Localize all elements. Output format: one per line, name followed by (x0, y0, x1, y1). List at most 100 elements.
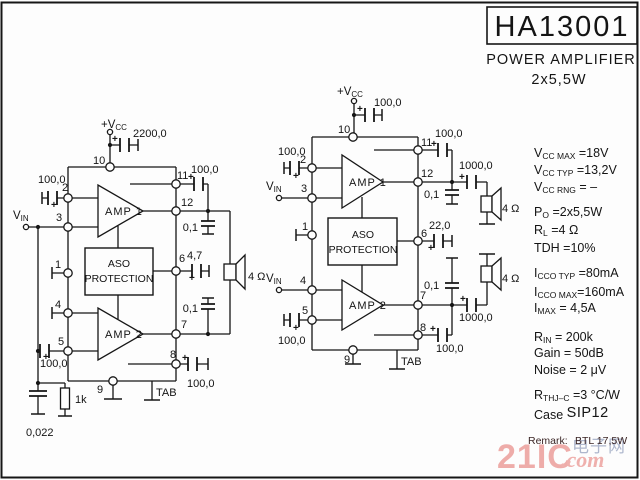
speaker-icon (480, 256, 502, 292)
pin2-label: 2 (300, 154, 306, 166)
spec-vcc-typ: VCC TYP =13,2V (534, 163, 617, 178)
spec-icco-max: ICCO MAX=160mA (534, 285, 625, 300)
plus-sign: + (43, 352, 49, 363)
pin10-label: 10 (93, 155, 105, 167)
remark-value: BTL 17,5W (575, 435, 627, 447)
load-label: 4 Ω (248, 271, 265, 283)
watermark: 电子网 21IC .com (497, 437, 626, 476)
remark-label: Remark: (528, 435, 568, 447)
amp1-triangle (341, 153, 385, 210)
pin6-label: 6 (421, 228, 427, 240)
amp2-triangle (97, 306, 145, 362)
spec-noise: Noise = 2 μV (534, 363, 607, 377)
left-terminator-bars (31, 139, 214, 417)
pin5-label: 5 (302, 305, 308, 317)
vcc-label: +VCC (101, 119, 127, 132)
watermark-brand: 21IC (497, 438, 573, 476)
mid-pin-circles (307, 132, 423, 355)
plus-sign: + (188, 172, 194, 183)
pin7-label: 7 (420, 290, 426, 302)
middle-circuit: +VCC + 100,0 10 100,0 2 + VIN 3 1 AMP 1 … (266, 86, 519, 370)
cap-in2-label: 100,0 (278, 335, 306, 347)
vin1-terminal (275, 194, 283, 202)
cap-out-bot-label: 0,1 (183, 303, 198, 315)
pin1-label: 1 (55, 259, 61, 271)
plus-sign: + (460, 294, 466, 305)
spec-case: Case SIP12 (534, 405, 609, 422)
part-number-box (486, 6, 638, 45)
speaker-icon (223, 253, 246, 291)
amp1-label: AMP 1 (105, 206, 143, 218)
spec-imax: IMAX = 4,5A (534, 301, 597, 316)
watermark-cjk: 电子网 (572, 437, 626, 456)
cap-out-top-label: 0,1 (183, 222, 198, 234)
plus-sign: + (431, 139, 437, 150)
plus-sign: + (293, 323, 299, 334)
spec-rl: RL =4 Ω (534, 223, 578, 238)
spec-vcc-max: VCC MAX =18V (534, 146, 609, 161)
plus-sign: + (430, 324, 436, 335)
spec-rin: RIN = 200k (534, 330, 594, 345)
mid-capacitor-plates (289, 108, 477, 342)
left-pin-circles (63, 162, 181, 386)
vin1-label: VIN (266, 181, 282, 194)
watermark-suffix: .com (561, 447, 604, 472)
vin2-terminal (275, 286, 283, 294)
pin11-label: 11 (421, 137, 432, 149)
speaker-icon (480, 186, 502, 222)
amp1-label: AMP 1 (349, 177, 387, 189)
plus-sign: + (182, 353, 188, 364)
spec-gain: Gain = 50dB (534, 346, 604, 360)
cap-sn1-label: 0,1 (424, 189, 439, 201)
spec-po: PO =2x5,5W (534, 205, 602, 220)
plus-sign: + (293, 171, 299, 182)
pin2-label: 2 (62, 182, 68, 194)
mid-terminator-bars (283, 109, 495, 370)
cap-fb-top-label: 100,0 (435, 128, 463, 140)
plus-sign: + (189, 273, 195, 284)
part-number: HA13001 (495, 11, 630, 43)
pin8-label: 8 (420, 322, 426, 334)
resistor-1k (59, 387, 71, 410)
plus-sign: + (51, 200, 57, 211)
cap-fb-top-label: 100,0 (191, 164, 219, 176)
pin5-label: 5 (58, 336, 64, 348)
pin4-label: 4 (55, 299, 61, 311)
spec-tdh: TDH =10% (534, 241, 595, 255)
cap-out1-label: 1000,0 (459, 160, 493, 172)
cap-supply-label: 2200,0 (133, 128, 167, 140)
cap-in1-label: 100,0 (278, 146, 306, 158)
tab-label: TAB (156, 387, 177, 399)
cap-boot-label: 22,0 (429, 220, 450, 232)
amp2-label: AMP 2 (349, 300, 387, 312)
spec-vcc-rng: VCC RNG = – (534, 180, 597, 195)
aso-label-2: PROTECTION (329, 244, 398, 256)
cap-fb-bot-label: 100,0 (187, 378, 215, 390)
plus-sign: + (459, 172, 465, 183)
aso-label-2: PROTECTION (85, 273, 154, 285)
cap-p5-label: 100,0 (40, 358, 68, 370)
cap-zobel-label: 0,022 (26, 427, 54, 439)
pin9-label: 9 (344, 354, 350, 366)
pin3-label: 3 (301, 183, 307, 195)
cap-in-label: 100,0 (38, 174, 66, 186)
spec-icco-typ: ICCO TYP =80mA (534, 266, 619, 281)
left-wires (26, 132, 231, 416)
aso-label-1: ASO (108, 258, 130, 270)
vin-label: VIN (13, 210, 29, 223)
pin1-label: 1 (302, 221, 308, 233)
plus-sign: + (428, 243, 434, 254)
pin7-label: 7 (181, 319, 187, 331)
power-rating: 2x5,5W (531, 72, 586, 88)
device-type: POWER AMPLIFIER (486, 52, 636, 68)
load2-label: 4 Ω (502, 273, 519, 285)
vin-terminal (22, 223, 30, 231)
cap-boot-label: 4,7 (187, 250, 202, 262)
pin4-label: 4 (300, 275, 306, 287)
remark-line: Remark: BTL 17,5W (528, 435, 627, 447)
aso-protection-box (84, 247, 154, 296)
resistor-label: 1k (75, 394, 87, 406)
